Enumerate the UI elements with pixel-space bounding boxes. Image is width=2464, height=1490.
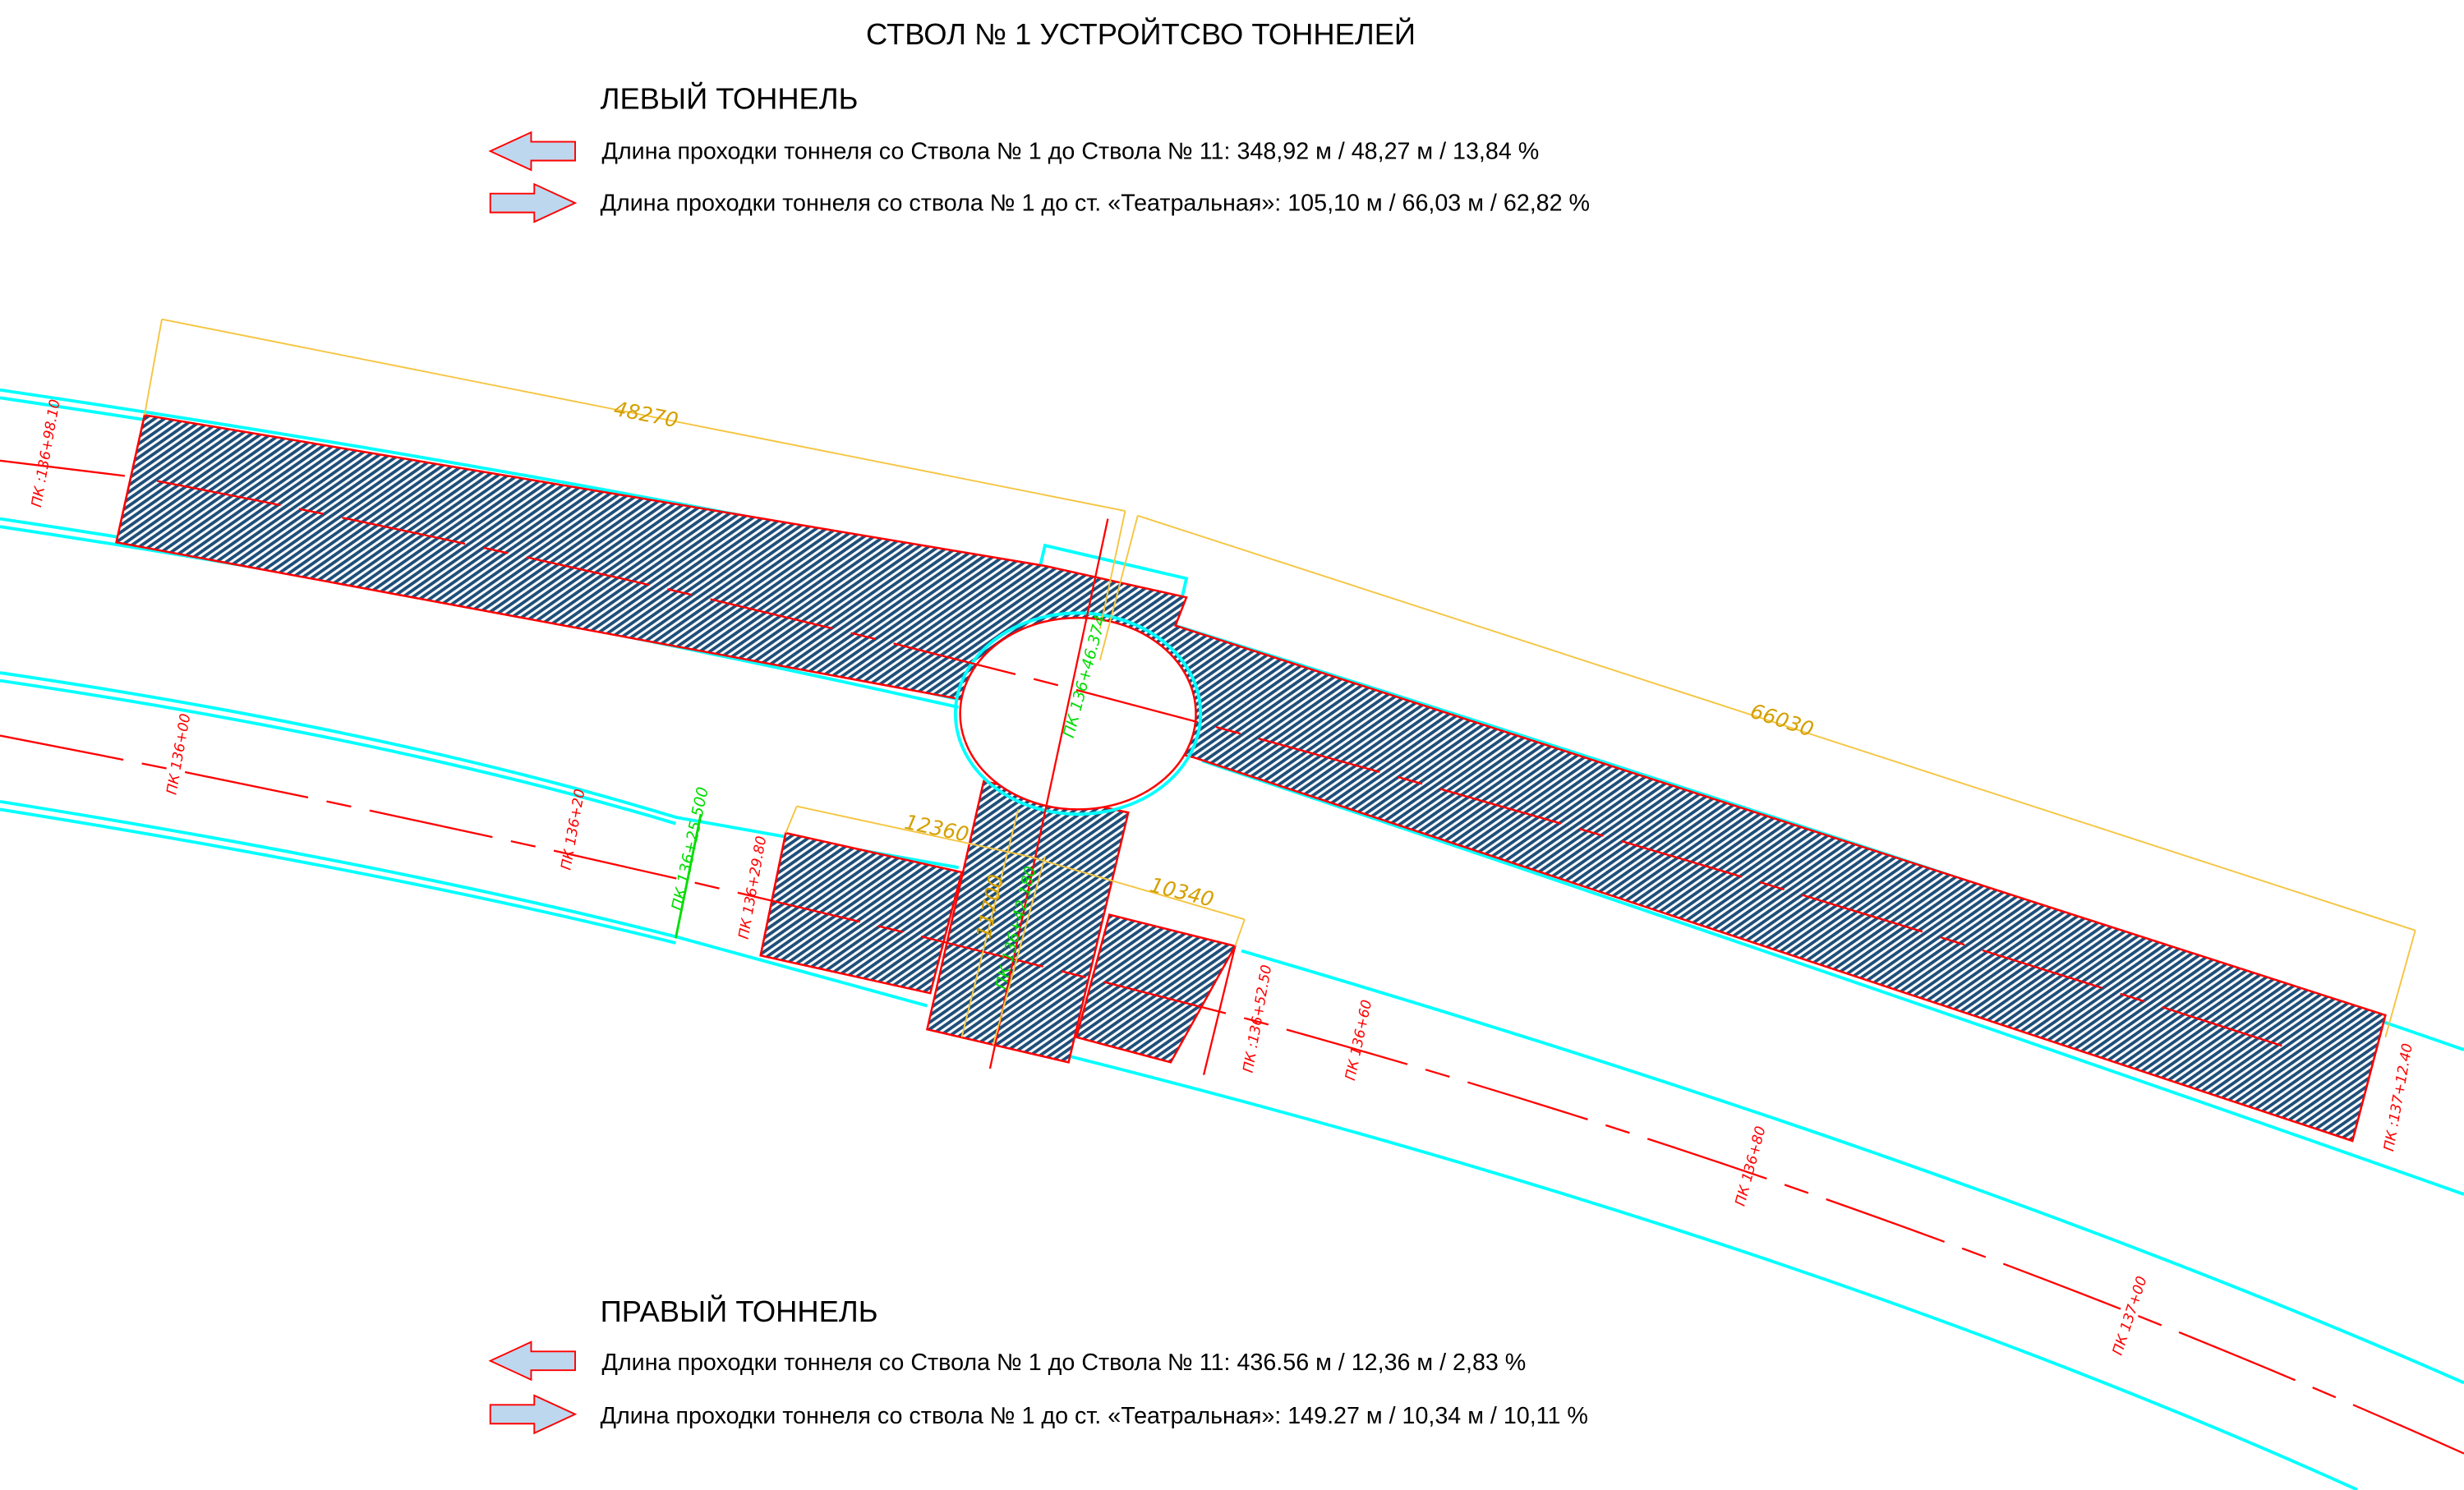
picket-label: ПК 136+29.80 <box>736 835 771 940</box>
shaft-1-opening <box>959 616 1197 811</box>
picket-label: ПК 136+20 <box>559 788 589 871</box>
left-tunnel-to-teatralnaya: Длина проходки тоннеля со ствола № 1 до … <box>601 191 1590 217</box>
tunnel-axes <box>0 415 2464 1455</box>
dimension-48270: 48270 <box>612 397 680 433</box>
dimension-10340: 10340 <box>1148 873 1217 912</box>
arrow-left-icon <box>488 131 576 172</box>
shaft-1 <box>953 611 1203 816</box>
picket-label: ПК :137+12.40 <box>2381 1042 2416 1152</box>
right-tunnel-to-teatralnaya: Длина проходки тоннеля со ствола № 1 до … <box>601 1403 1588 1429</box>
picket-label-green: ПК 136+25.500 <box>667 785 712 913</box>
picket-label: ПК 137+00 <box>2110 1274 2151 1357</box>
picket-label: ПК 136+80 <box>1733 1124 1770 1208</box>
arrow-right-icon <box>489 1394 578 1435</box>
arrow-left-icon <box>488 1341 576 1382</box>
left-tunnel-to-shaft-11: Длина проходки тоннеля со Ствола № 1 до … <box>602 139 1540 165</box>
right-tunnel-heading: ПРАВЫЙ ТОННЕЛЬ <box>601 1294 878 1328</box>
green-picket-line <box>675 813 702 939</box>
right-tunnel-hatch-east <box>1075 913 1237 1064</box>
picket-label: ПК :136+98.10 <box>29 398 64 508</box>
picket-label: ПК 136+00 <box>163 712 194 796</box>
right-tunnel-to-shaft-11: Длина проходки тоннеля со Ствола № 1 до … <box>602 1350 1527 1376</box>
dimension-lines <box>144 318 2416 1046</box>
arrow-right-icon <box>489 182 578 223</box>
picket-label: ПК 136+60 <box>1343 999 1375 1083</box>
dimension-12360: 12360 <box>903 810 971 847</box>
left-tunnel-heading: ЛЕВЫЙ ТОННЕЛЬ <box>601 80 859 115</box>
dimension-66030: 66030 <box>1748 699 1817 742</box>
drawing-title: СТВОЛ № 1 УСТРОЙТСВО ТОННЕЛЕЙ <box>866 16 1416 51</box>
